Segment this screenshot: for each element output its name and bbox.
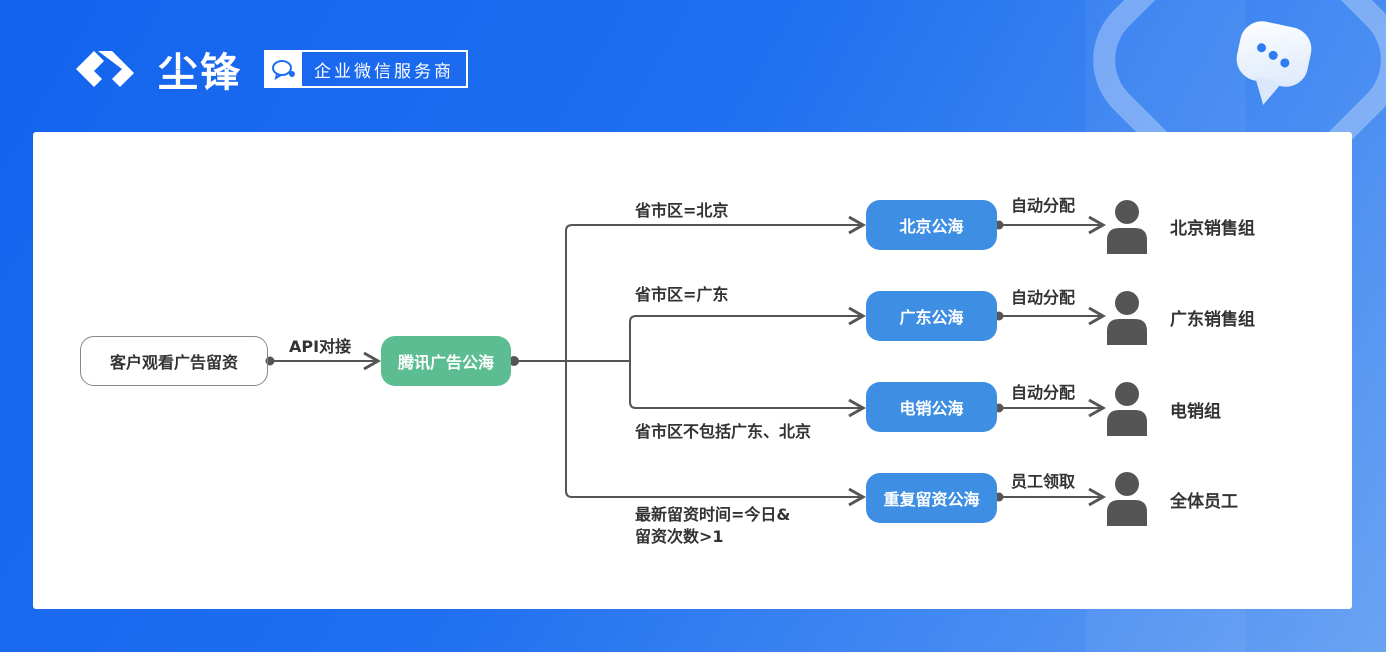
brand-logo: 尘锋 企业微信服务商 (72, 40, 468, 98)
group-label: 电销组 (1170, 402, 1221, 422)
connector-lines (265, 215, 1107, 507)
action-label: 自动分配 (1011, 288, 1076, 307)
wecom-badge: 企业微信服务商 (264, 50, 468, 88)
pool-node: 重复留资公海 (866, 473, 997, 523)
condition-label: 省市区=北京 (635, 201, 729, 220)
group-label: 北京销售组 (1170, 219, 1255, 239)
condition-label: 省市区不包括广东、北京 (635, 422, 812, 441)
person-icon (1107, 382, 1147, 436)
wecom-icon (266, 52, 302, 86)
condition-label: 留资次数>1 (635, 527, 724, 546)
flow-diagram-card: 客户观看广告留资 API对接 腾讯广告公海 省市区=北京 省市区=广东 省市区不… (33, 132, 1352, 609)
condition-label: 省市区=广东 (635, 285, 729, 304)
group-label: 广东销售组 (1170, 310, 1255, 330)
group-label: 全体员工 (1170, 492, 1238, 512)
person-icon (1107, 472, 1147, 526)
condition-label: 最新留资时间=今日& (635, 505, 791, 524)
action-label: 员工领取 (1011, 472, 1076, 491)
action-label: 自动分配 (1011, 383, 1076, 402)
brand-name: 尘锋 (158, 50, 242, 96)
badge-text: 企业微信服务商 (314, 61, 454, 82)
pool-node: 北京公海 (866, 200, 997, 250)
pool-node: 电销公海 (866, 382, 997, 432)
person-icon (1107, 200, 1147, 254)
source-node: 客户观看广告留资 (80, 336, 268, 386)
pool-node: 广东公海 (866, 291, 997, 341)
hub-node: 腾讯广告公海 (381, 336, 511, 386)
logo-mark-icon (76, 51, 134, 87)
action-label: 自动分配 (1011, 196, 1076, 215)
api-label: API对接 (289, 337, 352, 356)
person-icon (1107, 291, 1147, 345)
